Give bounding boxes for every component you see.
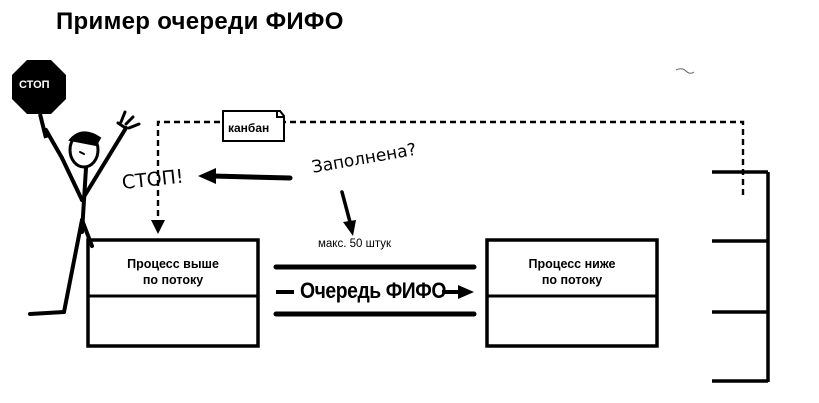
queue-label: Очередь ФИФО <box>300 278 446 303</box>
stop-sign-label: СТОП <box>19 79 50 91</box>
stick-figure-icon <box>28 110 141 316</box>
downstream-process-label: Процесс ниже по потоку <box>487 256 657 288</box>
queue-max-label: макс. 50 штук <box>318 238 391 250</box>
upstream-process-label: Процесс выше по потоку <box>88 256 258 288</box>
upstream-process-line2: по потоку <box>142 273 204 287</box>
downstream-process-box <box>485 238 659 348</box>
small-squiggle <box>675 68 695 74</box>
upstream-process-line1: Процесс выше <box>127 257 219 271</box>
upstream-process-box <box>86 238 260 348</box>
page-title: Пример очереди ФИФО <box>56 8 344 35</box>
kanban-card-icon <box>222 110 285 142</box>
stop-sign-icon <box>12 60 66 139</box>
downstream-process-line1: Процесс ниже <box>528 257 616 271</box>
full-check-arrow <box>340 190 356 236</box>
queue-arrow <box>276 285 474 299</box>
shelf-rack-icon <box>712 170 770 383</box>
stop-arrow <box>198 168 293 184</box>
queue-lane <box>273 264 477 317</box>
kanban-card-label: канбан <box>228 121 270 135</box>
kanban-arrow-head <box>151 220 165 234</box>
downstream-process-line2: по потоку <box>541 273 603 287</box>
